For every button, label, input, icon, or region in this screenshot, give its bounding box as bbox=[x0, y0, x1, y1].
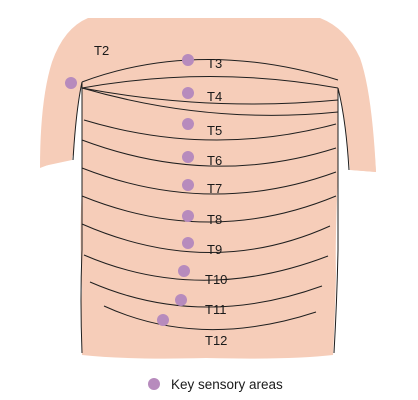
band-line-t6-lower bbox=[81, 139, 337, 167]
sensory-dots bbox=[65, 54, 194, 326]
sensory-dot-t5 bbox=[182, 118, 194, 130]
sensory-dot-t7 bbox=[182, 179, 194, 191]
purple-dot-icon bbox=[148, 378, 160, 390]
label-t2: T2 bbox=[94, 43, 109, 58]
label-t7: T7 bbox=[207, 181, 222, 196]
band-line-t5-upper bbox=[81, 87, 339, 116]
left-side-outline bbox=[80, 82, 83, 354]
right-arm-skin bbox=[338, 56, 376, 172]
band-line-t5-lower bbox=[83, 119, 337, 141]
band-line-t3-lower bbox=[81, 76, 339, 89]
label-t10: T10 bbox=[205, 272, 227, 287]
band-line-t4-lower bbox=[81, 87, 339, 105]
right-arm-outline bbox=[337, 87, 350, 171]
band-line-t3-upper bbox=[81, 59, 339, 83]
sensory-dot-t8 bbox=[182, 210, 194, 222]
right-side-outline bbox=[333, 88, 339, 354]
band-line-t9-lower bbox=[81, 223, 331, 253]
torso-outlines bbox=[72, 81, 350, 354]
label-t6: T6 bbox=[207, 153, 222, 168]
band-line-t12-lower bbox=[103, 305, 317, 331]
sensory-dot-t10 bbox=[178, 265, 190, 277]
sensory-dot-t11 bbox=[175, 294, 187, 306]
sensory-dot-t3 bbox=[182, 54, 194, 66]
sensory-dot-t4 bbox=[182, 87, 194, 99]
band-line-t7-lower bbox=[81, 167, 337, 195]
sensory-dot-t9 bbox=[182, 237, 194, 249]
label-t9: T9 bbox=[207, 242, 222, 257]
label-t8: T8 bbox=[207, 212, 222, 227]
sensory-dot-t12 bbox=[157, 314, 169, 326]
band-line-t10-lower bbox=[83, 254, 329, 281]
sensory-dot-t2 bbox=[65, 77, 77, 89]
sensory-dot-t6 bbox=[182, 151, 194, 163]
label-t12: T12 bbox=[205, 333, 227, 348]
label-t5: T5 bbox=[207, 123, 222, 138]
label-t3: T3 bbox=[207, 56, 222, 71]
legend: Key sensory areas bbox=[148, 377, 283, 392]
left-arm-outline bbox=[72, 81, 83, 161]
dermatome-bands bbox=[81, 59, 339, 331]
legend-label: Key sensory areas bbox=[171, 377, 283, 392]
dermatome-labels: T2 T3 T4 T5 T6 T7 T8 T9 T10 T11 T12 bbox=[94, 43, 227, 348]
band-line-t8-lower bbox=[81, 195, 337, 223]
label-t4: T4 bbox=[207, 89, 222, 104]
label-t11: T11 bbox=[205, 302, 226, 317]
band-line-t11-lower bbox=[89, 281, 323, 308]
